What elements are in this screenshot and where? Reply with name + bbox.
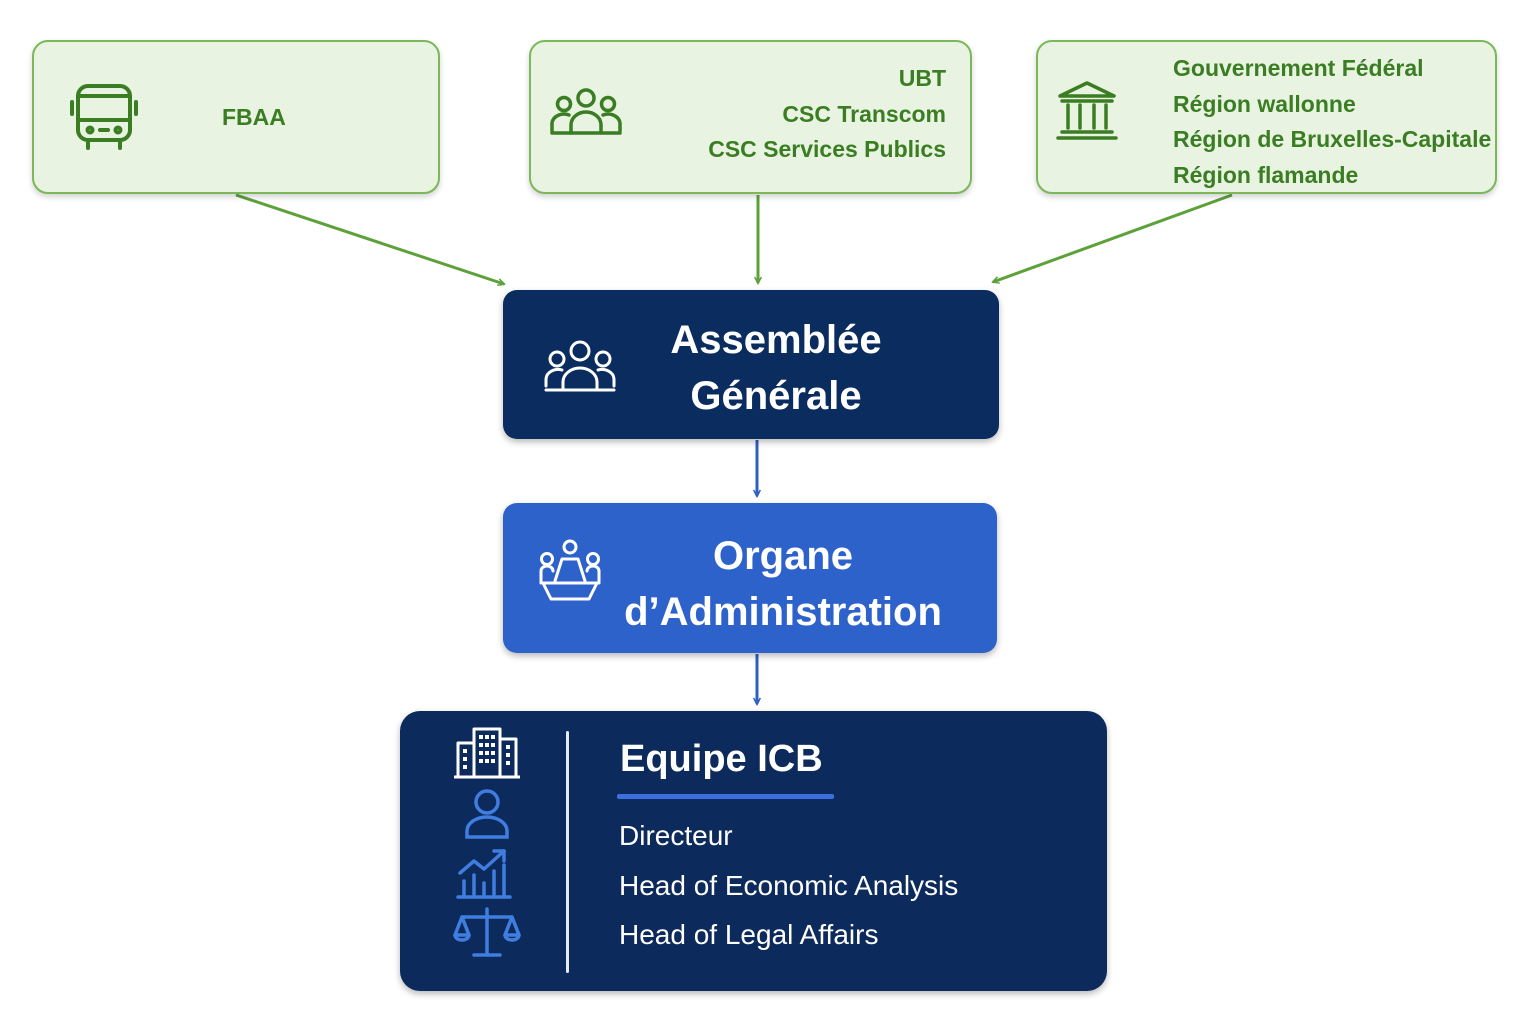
team-icons (452, 725, 522, 965)
bus-icon (70, 84, 138, 150)
government-item: Région flamande (1173, 161, 1359, 188)
team-members-list: Directeur Head of Economic Analysis Head… (619, 811, 958, 960)
government-box: Gouvernement Fédéral Région wallonne Rég… (1036, 40, 1497, 194)
people-group-icon (544, 340, 616, 392)
unions-box: UBT CSC Transcom CSC Services Publics (529, 40, 972, 194)
assemblee-generale-box: Assemblée Générale (503, 290, 999, 439)
union-item: UBT (898, 65, 946, 91)
fbaa-box: FBAA (32, 40, 440, 194)
government-item: Région de Bruxelles-Capitale (1173, 126, 1492, 152)
arrow-fbaa-to-assemblee (235, 193, 504, 284)
government-item: Région wallonne (1173, 90, 1356, 117)
organe-administration-box: Organe d’Administration (503, 503, 997, 653)
government-list: Gouvernement Fédéral Région wallonne Rég… (1173, 51, 1491, 193)
assemblee-generale-title: Assemblée Générale (670, 318, 882, 418)
union-item: CSC Services Publics (708, 136, 946, 162)
unions-list: UBT CSC Transcom CSC Services Publics (708, 61, 946, 168)
office-building-icon (454, 727, 520, 779)
organe-administration-title: Organe d’Administration (624, 534, 942, 634)
meeting-table-icon (539, 539, 601, 601)
equipe-icb-box: Equipe ICB Directeur Head of Economic An… (400, 711, 1107, 991)
team-member: Head of Economic Analysis (619, 869, 959, 901)
government-building-icon (1056, 81, 1118, 140)
team-title-underline (617, 794, 834, 799)
team-title: Equipe ICB (620, 738, 823, 780)
government-item: Gouvernement Fédéral (1173, 55, 1424, 81)
justice-scale-icon (453, 907, 521, 957)
growth-chart-icon (456, 849, 512, 899)
arrow-government-to-assemblee (993, 193, 1233, 282)
team-member: Head of Legal Affairs (619, 919, 879, 950)
union-item: CSC Transcom (782, 100, 946, 127)
team-divider (566, 731, 569, 973)
people-group-icon (550, 88, 622, 135)
team-member: Directeur (619, 820, 733, 851)
person-icon (465, 789, 509, 839)
fbaa-label: FBAA (222, 104, 286, 130)
